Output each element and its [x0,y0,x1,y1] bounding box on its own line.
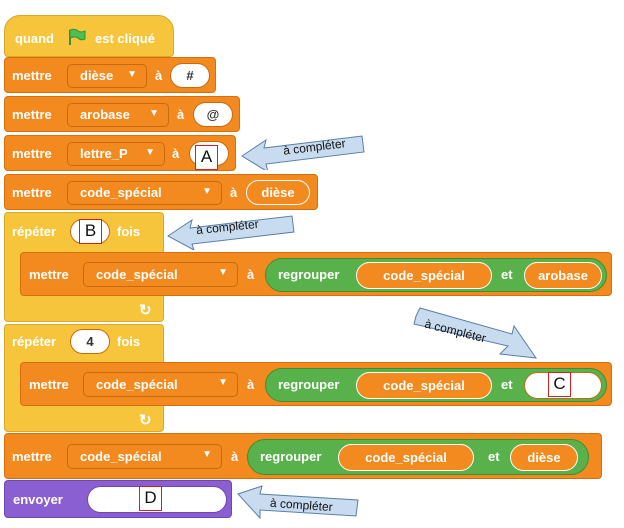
callout-arrow-b [167,215,295,250]
chevron-down-icon: ▼ [218,267,228,278]
chevron-down-icon: ▼ [202,449,212,460]
and-label: et [501,377,513,392]
to-label: à [247,377,255,392]
variable-dropdown-label: code_spécial [96,377,178,392]
variable-reporter-code-special[interactable]: code_spécial [338,444,474,471]
value-input-at[interactable]: @ [193,102,233,127]
hat-label-quand: quand [15,31,54,46]
to-label: à [177,107,185,122]
loop-arrow-icon: ↻ [139,412,152,429]
set-label: mettre [12,107,52,122]
callout-arrow-d [237,485,359,520]
variable-reporter-code-special[interactable]: code_spécial [356,262,492,289]
to-label: à [172,146,180,161]
to-label: à [231,449,239,464]
set-variable-block-diese[interactable]: mettre dièse ▼ à # [4,57,216,93]
variable-dropdown-lettre-p[interactable]: lettre_P ▼ [67,142,165,166]
when-flag-clicked-block[interactable]: quand est cliqué [4,15,174,57]
variable-reporter-arobase[interactable]: arobase [524,262,602,289]
marker-d: D [139,486,162,511]
variable-dropdown-label: code_spécial [80,185,162,200]
set-label: mettre [12,146,52,161]
repeat-count-input[interactable]: 4 [70,329,110,354]
chevron-down-icon: ▼ [202,186,212,197]
join-label: regrouper [260,449,322,464]
join-operator-block[interactable]: regrouper code_spécial et arobase [265,258,607,292]
variable-dropdown-label: dièse [80,68,114,83]
repeat-label: répéter [12,334,57,349]
repeat-label: répéter [12,224,57,239]
marker-a: A [195,145,218,170]
variable-dropdown-code-special[interactable]: code_spécial ▼ [83,372,238,397]
set-label: mettre [29,377,69,392]
join-label: regrouper [278,267,340,282]
variable-dropdown-code-special[interactable]: code_spécial ▼ [67,444,222,469]
and-label: et [501,267,513,282]
set-variable-block-join-blank[interactable]: mettre code_spécial ▼ à regrouper code_sp… [20,362,612,406]
variable-reporter-diese[interactable]: dièse [510,444,578,471]
set-label: mettre [12,185,52,200]
times-label: fois [117,334,141,349]
marker-b: B [79,219,102,244]
to-label: à [247,267,255,282]
hat-label-clicked: est cliqué [95,31,155,46]
chevron-down-icon: ▼ [127,69,137,80]
variable-reporter-code-special[interactable]: code_spécial [356,372,492,399]
callout-arrow-a [241,135,365,170]
send-label: envoyer [13,492,63,507]
set-variable-block-arobase[interactable]: mettre arobase ▼ à @ [4,96,240,132]
set-variable-block-join-arobase[interactable]: mettre code_spécial ▼ à regrouper code_sp… [20,252,612,296]
chevron-down-icon: ▼ [145,147,155,158]
to-label: à [155,68,163,83]
value-input-hash[interactable]: # [170,63,210,88]
variable-dropdown-arobase[interactable]: arobase ▼ [67,103,169,127]
marker-c: C [548,372,571,397]
set-label: mettre [12,68,52,83]
set-variable-block-join-diese[interactable]: mettre code_spécial ▼ à regrouper code_sp… [4,433,602,479]
and-label: et [488,449,500,464]
set-label: mettre [29,267,69,282]
loop-arrow-icon: ↻ [139,302,152,319]
chevron-down-icon: ▼ [149,108,159,119]
green-flag-icon [67,28,87,46]
variable-dropdown-label: code_spécial [96,267,178,282]
variable-dropdown-code-special[interactable]: code_spécial ▼ [83,262,238,287]
chevron-down-icon: ▼ [218,377,228,388]
to-label: à [230,185,238,200]
send-block[interactable]: envoyer [4,480,232,518]
callout-arrow-c [413,307,538,359]
variable-dropdown-diese[interactable]: dièse ▼ [67,64,147,88]
variable-dropdown-code-special[interactable]: code_spécial ▼ [67,181,222,205]
variable-dropdown-label: code_spécial [80,449,162,464]
join-operator-block[interactable]: regrouper code_spécial et dièse [247,439,589,475]
times-label: fois [117,224,141,239]
set-variable-block-code-special[interactable]: mettre code_spécial ▼ à dièse [4,174,318,210]
join-label: regrouper [278,377,340,392]
set-label: mettre [12,449,52,464]
variable-dropdown-label: arobase [80,107,130,122]
variable-reporter-diese[interactable]: dièse [246,180,310,205]
variable-dropdown-label: lettre_P [80,146,128,161]
